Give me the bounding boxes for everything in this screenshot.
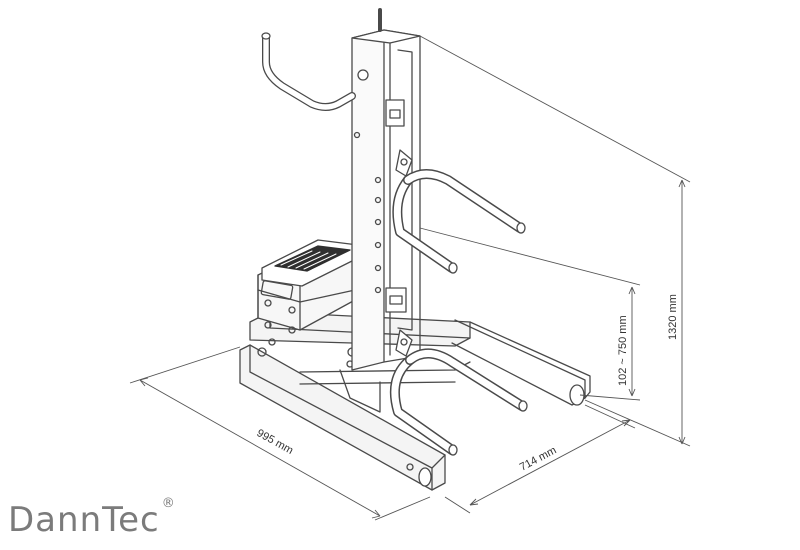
dim-line-length: [129, 346, 431, 521]
dim-label-length: 995 mm: [255, 427, 296, 457]
dim-line-width: [444, 404, 636, 514]
dim-label-height: 1320 mm: [667, 294, 679, 340]
dim-line-height: [419, 35, 691, 447]
registered-mark: ®: [161, 495, 176, 511]
push-handle: [261, 32, 356, 111]
brand-logo: DannTec®: [8, 497, 176, 540]
foot-pedal: [261, 239, 359, 287]
brand-name: DannTec: [8, 500, 160, 540]
dim-label-lift: 102 ~ 750 mm: [617, 315, 629, 386]
dim-line-lift: [419, 227, 641, 401]
lower-wheel-cradle: [390, 329, 528, 456]
upper-wheel-cradle: [392, 149, 526, 274]
lifting-column: [351, 8, 421, 371]
